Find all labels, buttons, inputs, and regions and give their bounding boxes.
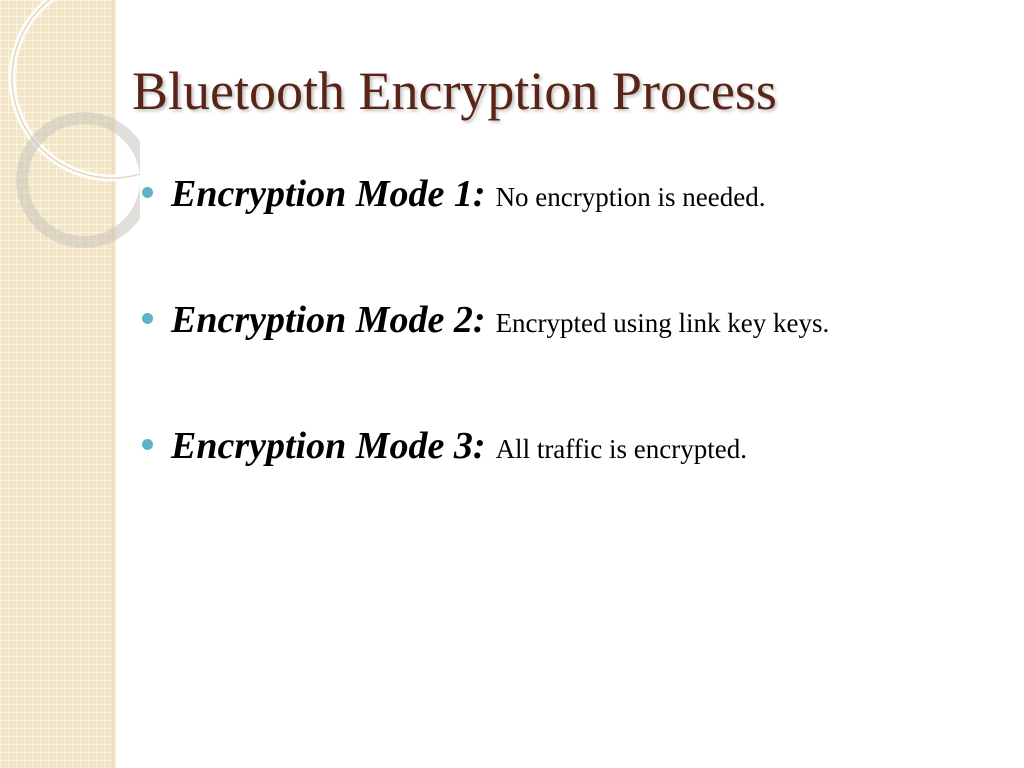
bullet-mode-label: Encryption Mode 2: <box>171 299 486 341</box>
slide-title: Bluetooth Encryption Process <box>132 61 777 121</box>
bullet-item-mode-1: Encryption Mode 1: No encryption is need… <box>142 172 1012 298</box>
bullet-dot-icon <box>142 187 153 198</box>
bullet-description: Encrypted using link key keys. <box>495 308 830 338</box>
bullet-item-mode-3: Encryption Mode 3: All traffic is encryp… <box>142 424 1012 550</box>
decorative-rings-icon <box>8 0 140 248</box>
bullet-description: All traffic is encrypted. <box>495 434 747 464</box>
band-edge <box>112 0 116 768</box>
bullet-dot-icon <box>142 439 153 450</box>
bullet-mode-label: Encryption Mode 3: <box>171 425 486 467</box>
bullet-item-mode-2: Encryption Mode 2: Encrypted using link … <box>142 298 1012 424</box>
bullet-description: No encryption is needed. <box>495 182 766 212</box>
bullet-list: Encryption Mode 1: No encryption is need… <box>142 172 1012 550</box>
bullet-mode-label: Encryption Mode 1: <box>171 173 486 215</box>
bullet-dot-icon <box>142 313 153 324</box>
